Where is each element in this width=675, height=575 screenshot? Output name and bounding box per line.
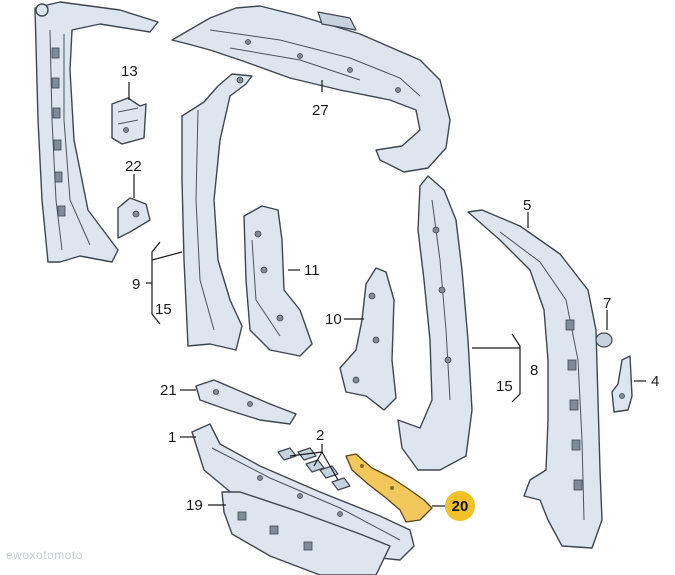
callout-13: 13 <box>121 63 138 80</box>
part-27-crossmember <box>171 5 451 173</box>
part-22-bracket <box>117 197 151 239</box>
callout-22: 22 <box>125 158 142 175</box>
part-11-reinforcement <box>243 205 313 357</box>
callout-20-highlighted: 20 <box>445 491 475 521</box>
watermark: ewoxotomoto <box>6 548 83 562</box>
callout-19: 19 <box>186 497 203 514</box>
part-2-clips <box>277 447 351 491</box>
part-7-plug <box>595 332 613 348</box>
callout-2: 2 <box>316 427 325 444</box>
part-20-highlighted-bracket <box>345 453 433 523</box>
callout-21: 21 <box>160 382 177 399</box>
part-9-b-pillar <box>181 73 253 351</box>
part-19-lower-panel <box>221 491 391 575</box>
callout-8: 8 <box>530 362 539 379</box>
callout-15-right: 15 <box>496 378 513 395</box>
part-10-reinforcement <box>339 267 397 411</box>
part-21-bracket <box>195 379 297 425</box>
part-8-c-pillar <box>397 175 473 471</box>
part-4-bracket <box>611 355 633 413</box>
callout-27: 27 <box>312 102 329 119</box>
callout-7: 7 <box>603 295 612 312</box>
callout-5: 5 <box>523 197 532 214</box>
callout-4: 4 <box>651 373 660 390</box>
callout-1: 1 <box>168 429 177 446</box>
leader-lines <box>128 80 646 507</box>
callout-9: 9 <box>132 276 141 293</box>
callout-10: 10 <box>325 311 342 328</box>
part-a-pillar-left <box>34 1 159 263</box>
callout-11: 11 <box>304 262 320 279</box>
part-5-d-pillar <box>467 209 603 549</box>
callout-15-left: 15 <box>155 301 172 318</box>
part-13-bracket <box>111 97 147 145</box>
